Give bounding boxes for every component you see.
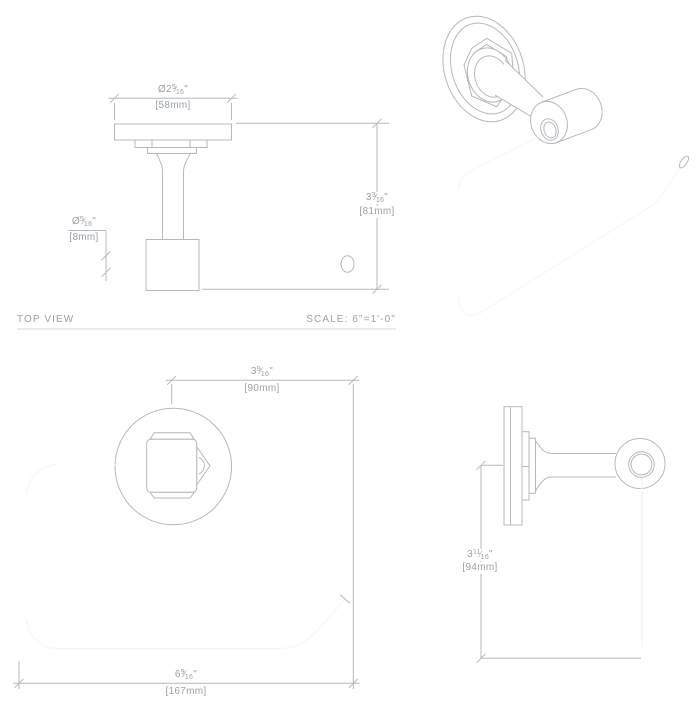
dim-prefix: 3 [250, 366, 257, 377]
dim-width-metric: [167mm] [165, 686, 207, 697]
dim-plate-diameter-imperial: Ø25⁄16" [158, 84, 188, 96]
mounting-block [145, 239, 200, 291]
hex-nut-front [196, 445, 211, 487]
post-stem-3d [495, 60, 543, 120]
escutcheon-front [114, 407, 233, 526]
dim-unit: " [384, 192, 389, 203]
dim-denominator: 16 [480, 553, 490, 561]
dim-depth-metric: [81mm] [356, 206, 398, 218]
dim-prefix: Ø [71, 216, 80, 227]
fraction-separator: ⁄ [479, 549, 482, 559]
dim-numerator: 11 [472, 549, 481, 556]
dim-depth-imperial: 33⁄16" [362, 192, 392, 204]
front-view-dimensions [13, 375, 360, 689]
scale-label: SCALE: 6"=1'-0" [306, 314, 396, 325]
dim-bar-diameter-imperial: Ø5⁄16" [72, 216, 96, 228]
view-label: TOP VIEW [17, 314, 75, 325]
bar-end-cap [340, 255, 355, 273]
dim-numerator: 3 [371, 192, 377, 199]
dim-denominator: 16 [260, 370, 270, 378]
dim-prefix: 6 [174, 669, 181, 680]
dim-denominator: 16 [83, 220, 93, 228]
fraction-separator: ⁄ [375, 192, 377, 202]
perspective-view-drawing [442, 15, 690, 316]
side-view-drawing [503, 406, 666, 648]
post-side [535, 440, 616, 454]
dim-numerator: 9 [180, 669, 186, 676]
dim-unit: " [269, 366, 274, 377]
dim-prefix: Ø2 [157, 84, 172, 95]
escutcheon-outer [442, 15, 526, 123]
dim-width-imperial: 69⁄16" [175, 669, 197, 681]
dim-numerator: 9 [256, 366, 262, 373]
dim-plate-diameter-metric: [58mm] [155, 100, 191, 111]
dim-height-metric: [94mm] [459, 562, 501, 574]
dim-projection-metric: [90mm] [244, 383, 280, 394]
post-stem [156, 153, 163, 240]
dim-numerator: 5 [79, 216, 85, 223]
dim-projection-imperial: 39⁄16" [251, 366, 273, 378]
ring-end-cap [678, 155, 690, 169]
fraction-separator: ⁄ [184, 669, 186, 679]
escutcheon-rim [449, 22, 521, 115]
dim-unit: " [193, 669, 198, 680]
dim-denominator: 16 [184, 673, 194, 681]
dim-denominator: 16 [175, 88, 185, 96]
dim-prefix: 3 [365, 192, 372, 203]
dim-unit: " [184, 84, 189, 95]
top-view-dimensions [68, 93, 389, 295]
fraction-separator: ⁄ [175, 84, 177, 94]
wall-plate-side [503, 406, 523, 526]
front-view-drawing [26, 407, 351, 650]
side-view-dimensions [476, 460, 641, 664]
dim-bar-diameter-metric: [8mm] [69, 232, 99, 243]
fraction-separator: ⁄ [83, 216, 85, 226]
fraction-separator: ⁄ [260, 366, 262, 376]
dim-prefix: 3 [467, 549, 473, 560]
ring-3d [458, 130, 682, 316]
top-view-drawing [28, 123, 355, 291]
dim-denominator: 16 [375, 196, 385, 204]
escutcheon-plate-edge [114, 123, 232, 141]
dim-numerator: 5 [171, 84, 177, 91]
dim-unit: " [92, 216, 97, 227]
dim-height-imperial: 311⁄16" [464, 549, 496, 561]
dim-unit: " [489, 549, 493, 560]
